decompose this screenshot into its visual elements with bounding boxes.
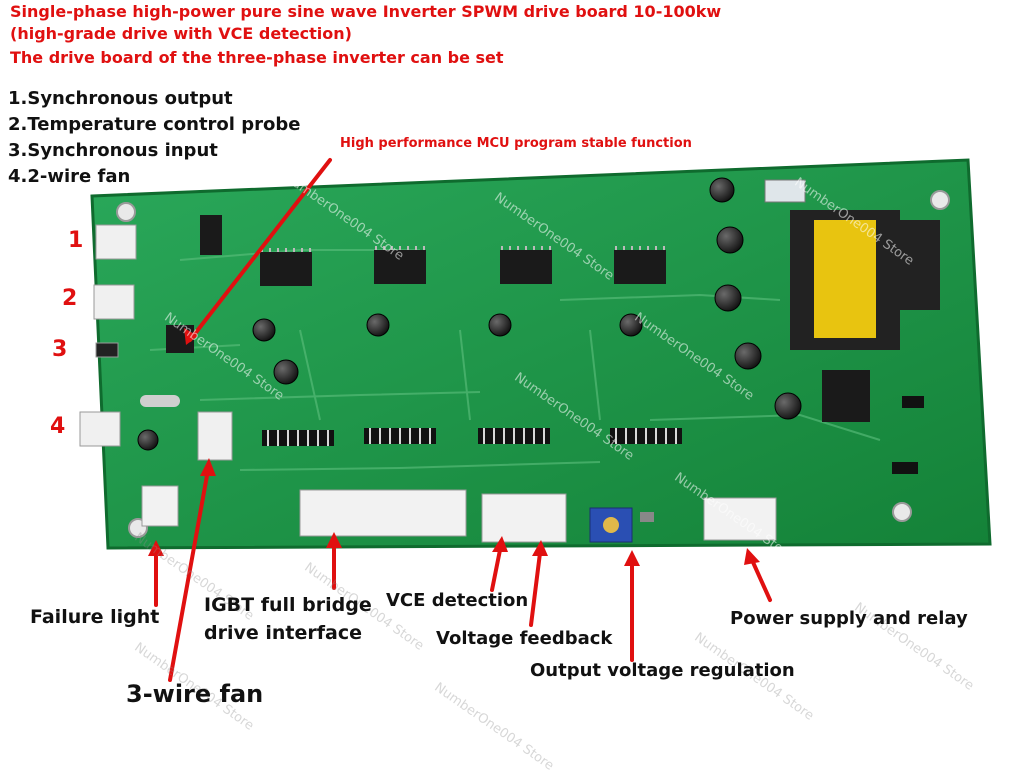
annotation-arrows (154, 158, 772, 682)
label-voltage-feedback: Voltage feedback (436, 628, 613, 649)
driver-ics (260, 250, 666, 286)
label-three-wire-fan: 3-wire fan (126, 680, 264, 708)
label-failure-light: Failure light (30, 606, 160, 628)
title-line-2: (high-grade drive with VCE detection) (10, 24, 352, 43)
connector-number-2: 2 (62, 286, 78, 311)
label-vce-detection: VCE detection (386, 590, 529, 611)
pcb-traces (149, 249, 881, 471)
capacitors (137, 177, 802, 451)
mcu-callout: High performance MCU program stable func… (340, 136, 692, 151)
title-line-1: Single-phase high-power pure sine wave I… (10, 2, 722, 21)
label-power-supply-relay: Power supply and relay (730, 608, 968, 629)
mounting-holes (116, 190, 950, 538)
title-line-3: The drive board of the three-phase inver… (10, 48, 504, 67)
feature-item-3: 3.Synchronous input (8, 140, 218, 161)
feature-item-1: 1.Synchronous output (8, 88, 233, 109)
arrow-heads (148, 328, 760, 566)
connector-number-1: 1 (68, 228, 84, 253)
transformer (764, 179, 940, 350)
bottom-connectors (141, 485, 777, 543)
connector-number-4: 4 (50, 414, 66, 439)
label-output-voltage-regulation: Output voltage regulation (530, 660, 795, 681)
label-igbt-line-2: drive interface (204, 622, 362, 644)
label-igbt-line-1: IGBT full bridge (204, 594, 372, 616)
regulator (822, 370, 870, 422)
feature-item-4: 4.2-wire fan (8, 166, 131, 187)
feature-item-2: 2.Temperature control probe (8, 114, 301, 135)
side-connectors (79, 224, 233, 461)
connector-number-3: 3 (52, 337, 68, 362)
